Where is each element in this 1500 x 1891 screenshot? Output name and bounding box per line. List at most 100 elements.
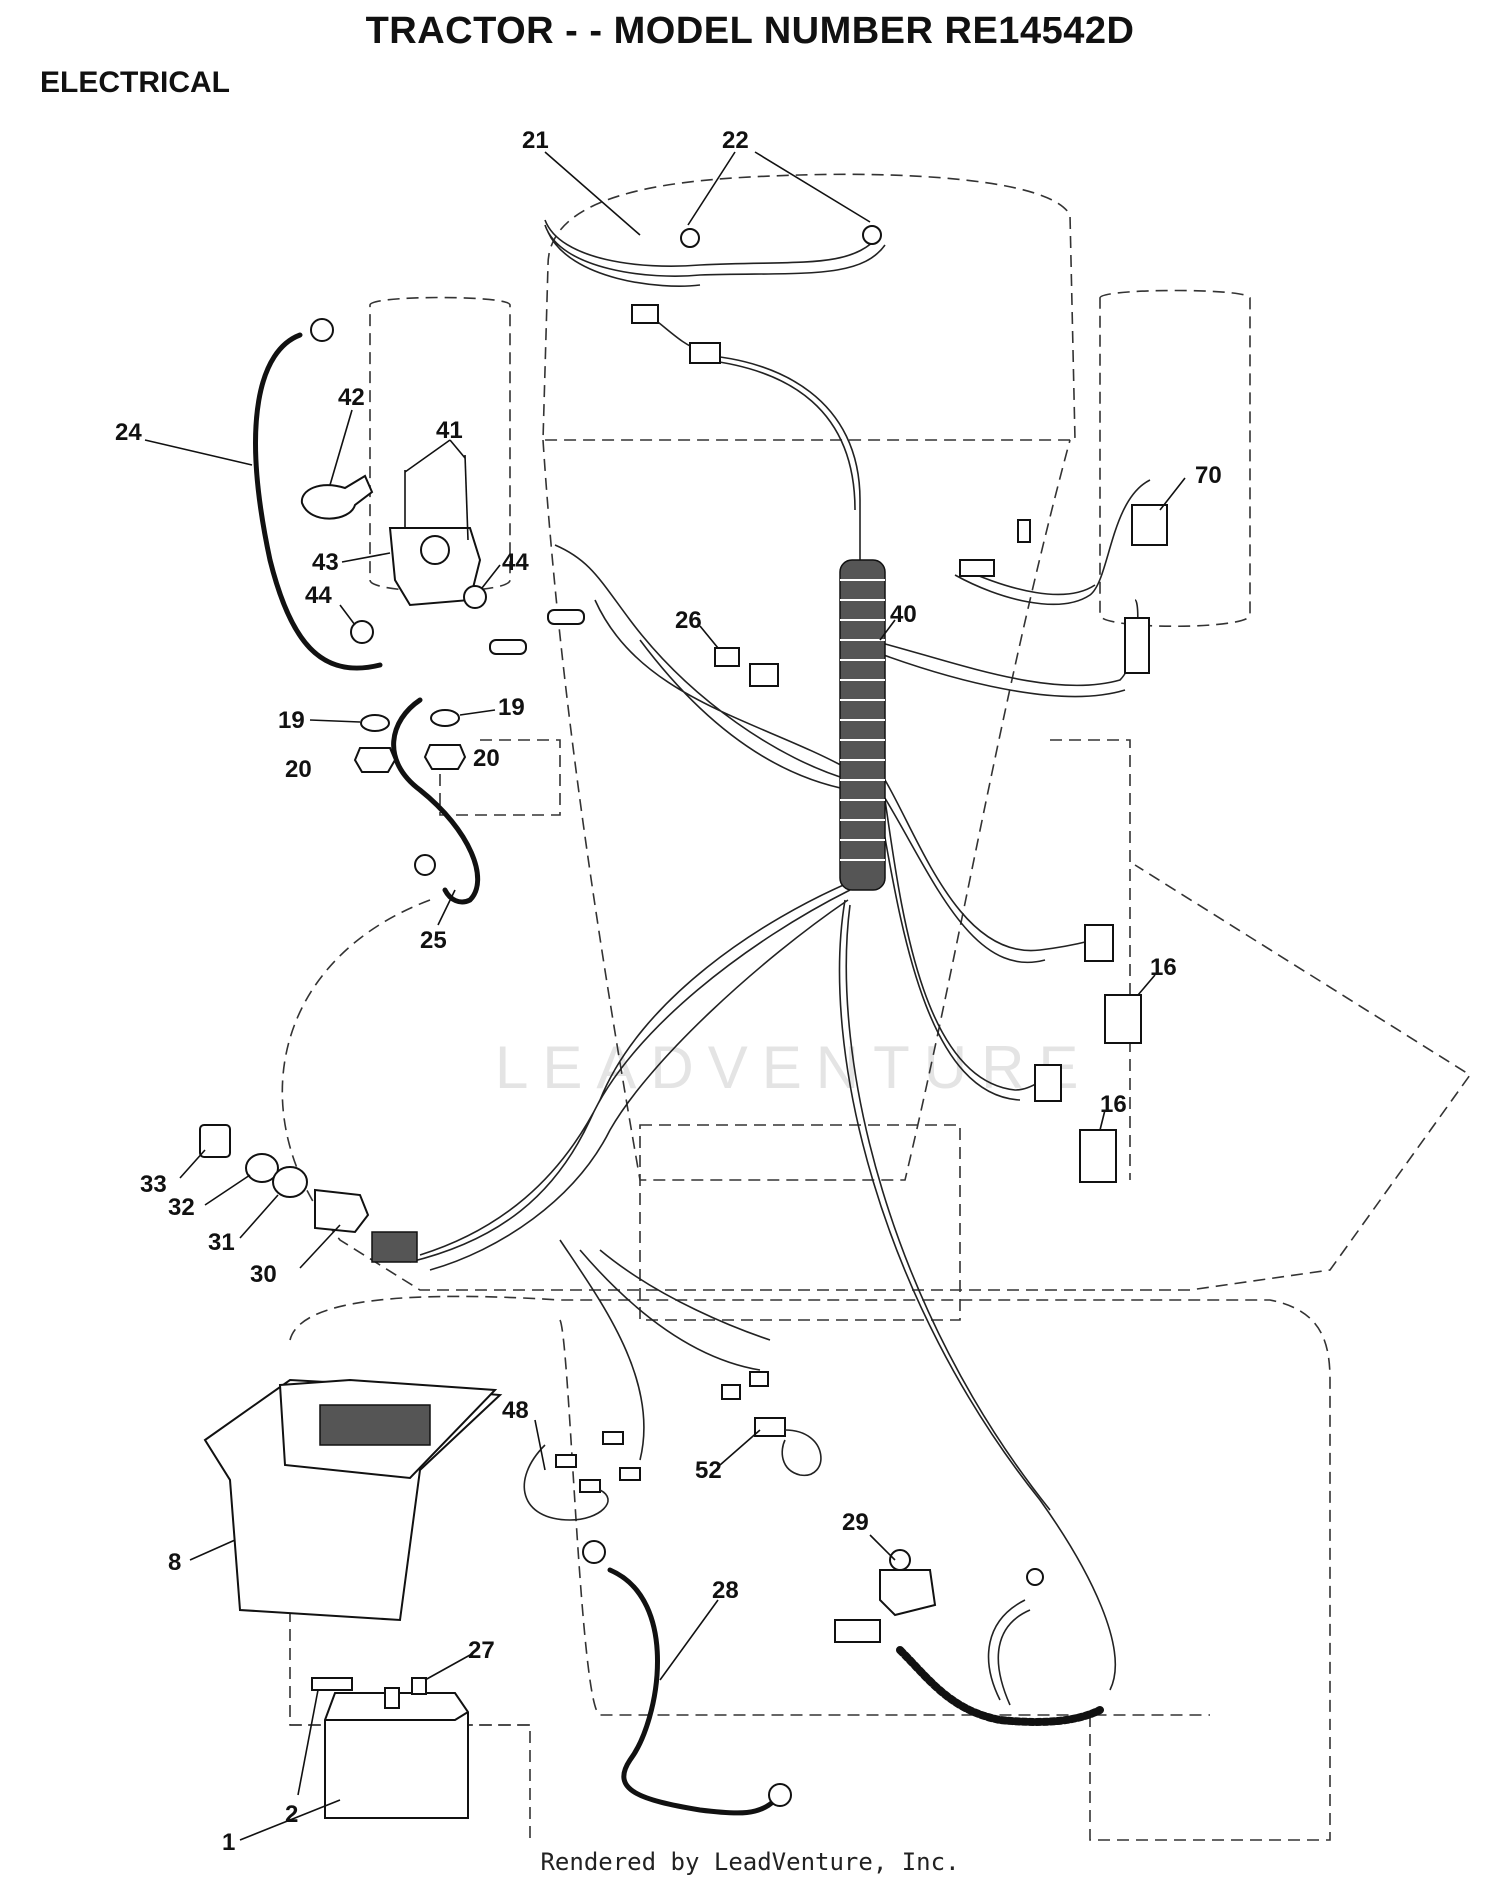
harness-to-rear bbox=[838, 899, 1116, 1691]
callout-33: 33 bbox=[140, 1171, 167, 1198]
leader-42 bbox=[329, 409, 353, 486]
leader-31 bbox=[239, 1194, 279, 1239]
callout-48: 48 bbox=[502, 1397, 529, 1424]
leader-22-a bbox=[687, 151, 736, 226]
callout-44-left: 44 bbox=[305, 582, 332, 609]
split-loom-40 bbox=[839, 559, 886, 891]
connector-16-upper bbox=[1104, 994, 1142, 1044]
leader-25 bbox=[437, 889, 456, 926]
rear-fender-outline bbox=[289, 1295, 1331, 1720]
switch-bezel-31 bbox=[272, 1166, 308, 1198]
cable-24-ring-terminal bbox=[310, 318, 334, 342]
callout-30: 30 bbox=[250, 1261, 277, 1288]
leader-27 bbox=[424, 1654, 471, 1681]
battery-cable-24 bbox=[253, 332, 383, 671]
leader-44-left bbox=[339, 604, 356, 626]
battery-bolt-2 bbox=[311, 1677, 353, 1691]
harness-left-branch bbox=[554, 544, 851, 791]
hood-outline bbox=[542, 173, 1076, 441]
leader-19-right bbox=[459, 709, 496, 716]
battery-box-vents bbox=[319, 1404, 431, 1446]
callout-70: 70 bbox=[1195, 462, 1222, 489]
ignition-switch-30 bbox=[314, 1188, 370, 1234]
callout-26: 26 bbox=[675, 607, 702, 634]
watermark-text: LEADVENTURE bbox=[495, 1034, 1092, 1101]
terminal-near-52-b bbox=[749, 1371, 769, 1387]
headlight-bulb-right bbox=[862, 225, 882, 245]
callout-25: 25 bbox=[420, 927, 447, 954]
leader-1 bbox=[239, 1799, 341, 1841]
solenoid-wire-terminal-a bbox=[489, 639, 527, 655]
leader-32 bbox=[204, 1174, 251, 1206]
fuse-holder-26-a bbox=[714, 647, 740, 667]
cable-28-ring-terminal-top bbox=[582, 1540, 606, 1564]
callout-20-left: 20 bbox=[285, 756, 312, 783]
mower-deck-outline bbox=[281, 864, 1472, 1291]
battery-1 bbox=[324, 1692, 469, 1819]
fuse-holder-26-b bbox=[749, 663, 779, 687]
callout-43: 43 bbox=[312, 549, 339, 576]
leader-44-right bbox=[481, 564, 501, 589]
frame-rail-left bbox=[439, 739, 561, 816]
callout-27: 27 bbox=[468, 1637, 495, 1664]
connector-16-lower-mate bbox=[1034, 1064, 1062, 1102]
connector-52 bbox=[754, 1417, 786, 1437]
headlight-harness bbox=[544, 219, 886, 287]
leader-21 bbox=[544, 151, 641, 236]
callout-32: 32 bbox=[168, 1194, 195, 1221]
leader-70 bbox=[1159, 477, 1186, 511]
seat-switch-29 bbox=[879, 1569, 937, 1617]
harness-to-16a bbox=[879, 779, 1096, 963]
leader-26 bbox=[699, 625, 719, 649]
relay-70 bbox=[1131, 504, 1168, 546]
leader-52 bbox=[719, 1429, 761, 1466]
battery-1-top bbox=[325, 1711, 469, 1721]
terminal-near-52-a bbox=[721, 1384, 741, 1400]
seat-switch-ground-terminal bbox=[1026, 1568, 1044, 1586]
nut-44-left bbox=[350, 620, 374, 644]
rear-body-outline bbox=[559, 1319, 1210, 1716]
callout-leaders bbox=[144, 151, 1186, 1841]
switch-nut-32 bbox=[245, 1153, 279, 1183]
callout-22: 22 bbox=[722, 127, 749, 154]
callout-40: 40 bbox=[890, 601, 917, 628]
connector-16-upper-mate bbox=[1084, 924, 1114, 962]
parts bbox=[199, 225, 1168, 1819]
headlight-connector-a bbox=[631, 304, 659, 324]
solenoid-wire-terminal-b bbox=[547, 609, 585, 625]
callout-29: 29 bbox=[842, 1509, 869, 1536]
callout-52: 52 bbox=[695, 1457, 722, 1484]
seat-switch-coil bbox=[896, 1646, 1104, 1726]
split-loom-ribs bbox=[840, 579, 885, 861]
callout-20-right: 20 bbox=[473, 745, 500, 772]
callout-28: 28 bbox=[712, 1577, 739, 1604]
callout-16-upper: 16 bbox=[1150, 954, 1177, 981]
rear-wheel-right bbox=[1089, 1715, 1331, 1841]
connector-52-loop bbox=[781, 1429, 822, 1476]
leader-8 bbox=[189, 1539, 236, 1561]
section-heading: ELECTRICAL bbox=[40, 66, 230, 99]
callout-2: 2 bbox=[285, 1801, 298, 1828]
terminal-cover-42 bbox=[300, 474, 374, 520]
front-wheel-right bbox=[1099, 289, 1251, 628]
hood-lower-outline bbox=[542, 439, 1071, 1181]
cable-25-ring-terminal bbox=[414, 854, 436, 876]
wire-48-terminal-d bbox=[619, 1467, 641, 1481]
harness-to-switch-30 bbox=[409, 879, 856, 1271]
leader-2 bbox=[297, 1689, 319, 1796]
ground-cable-28 bbox=[607, 1567, 778, 1816]
ignition-key-33 bbox=[199, 1124, 231, 1158]
leader-28 bbox=[659, 1599, 719, 1681]
callout-numbers: 21 22 24 42 41 43 44 44 19 19 20 20 25 2… bbox=[115, 127, 1222, 1856]
battery-cable-25 bbox=[391, 697, 481, 905]
leader-19-left bbox=[309, 719, 361, 723]
callout-44-right: 44 bbox=[502, 549, 529, 576]
battery-nut-27 bbox=[411, 1677, 427, 1695]
nut-44-right bbox=[463, 585, 487, 609]
leader-16-upper bbox=[1137, 974, 1156, 996]
callout-31: 31 bbox=[208, 1229, 235, 1256]
leader-29 bbox=[869, 1534, 896, 1561]
cable-28-ring-terminal-bottom bbox=[768, 1783, 792, 1807]
